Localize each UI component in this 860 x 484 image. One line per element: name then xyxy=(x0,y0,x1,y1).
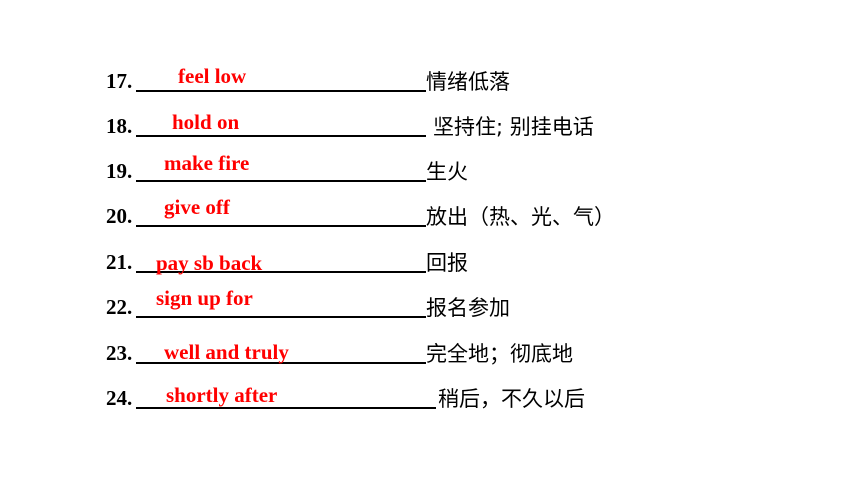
answer-blank xyxy=(136,362,426,364)
answer-text: well and truly xyxy=(164,340,289,364)
answer-blank xyxy=(136,407,436,409)
chinese-meaning: 放出（热、光、气） xyxy=(426,205,615,229)
item-number: 19. xyxy=(106,159,133,183)
answer-blank xyxy=(136,225,426,227)
chinese-meaning: 回报 xyxy=(426,251,468,275)
answer-blank xyxy=(136,135,426,137)
item-number: 22. xyxy=(106,295,133,319)
answer-text: pay sb back xyxy=(156,251,263,275)
chinese-meaning: 稍后，不久以后 xyxy=(438,387,585,411)
phrase-item-20: 20. give off 放出（热、光、气） xyxy=(106,195,726,231)
answer-text: feel low xyxy=(178,64,247,88)
phrase-item-23: 23. well and truly 完全地；彻底地 xyxy=(106,336,726,368)
phrase-item-22: 22. sign up for 报名参加 xyxy=(106,286,726,322)
chinese-meaning: 完全地；彻底地 xyxy=(426,342,573,366)
chinese-meaning: 情绪低落 xyxy=(426,70,510,94)
item-number: 20. xyxy=(106,204,133,228)
answer-text: shortly after xyxy=(166,383,278,407)
item-number: 21. xyxy=(106,250,133,274)
answer-blank xyxy=(136,271,426,273)
chinese-meaning: 坚持住; 别挂电话 xyxy=(433,115,594,139)
item-number: 17. xyxy=(106,69,133,93)
phrase-item-21: 21. pay sb back 回报 xyxy=(106,245,726,277)
phrase-item-24: 24. shortly after 稍后，不久以后 xyxy=(106,381,726,413)
answer-text: sign up for xyxy=(156,286,253,310)
answer-text: give off xyxy=(164,195,230,219)
phrase-item-18: 18. hold on 坚持住; 别挂电话 xyxy=(106,109,726,141)
chinese-meaning: 报名参加 xyxy=(426,296,510,320)
phrase-item-19: 19. make fire 生火 xyxy=(106,151,726,186)
item-number: 23. xyxy=(106,341,133,365)
item-number: 18. xyxy=(106,114,133,138)
chinese-meaning: 生火 xyxy=(426,160,468,184)
answer-text: hold on xyxy=(172,110,240,134)
answer-blank xyxy=(136,316,426,318)
phrase-item-17: 17. feel low 情绪低落 xyxy=(106,64,726,96)
answer-blank xyxy=(136,180,426,182)
answer-text: make fire xyxy=(164,151,250,175)
item-number: 24. xyxy=(106,386,133,410)
answer-blank xyxy=(136,90,426,92)
